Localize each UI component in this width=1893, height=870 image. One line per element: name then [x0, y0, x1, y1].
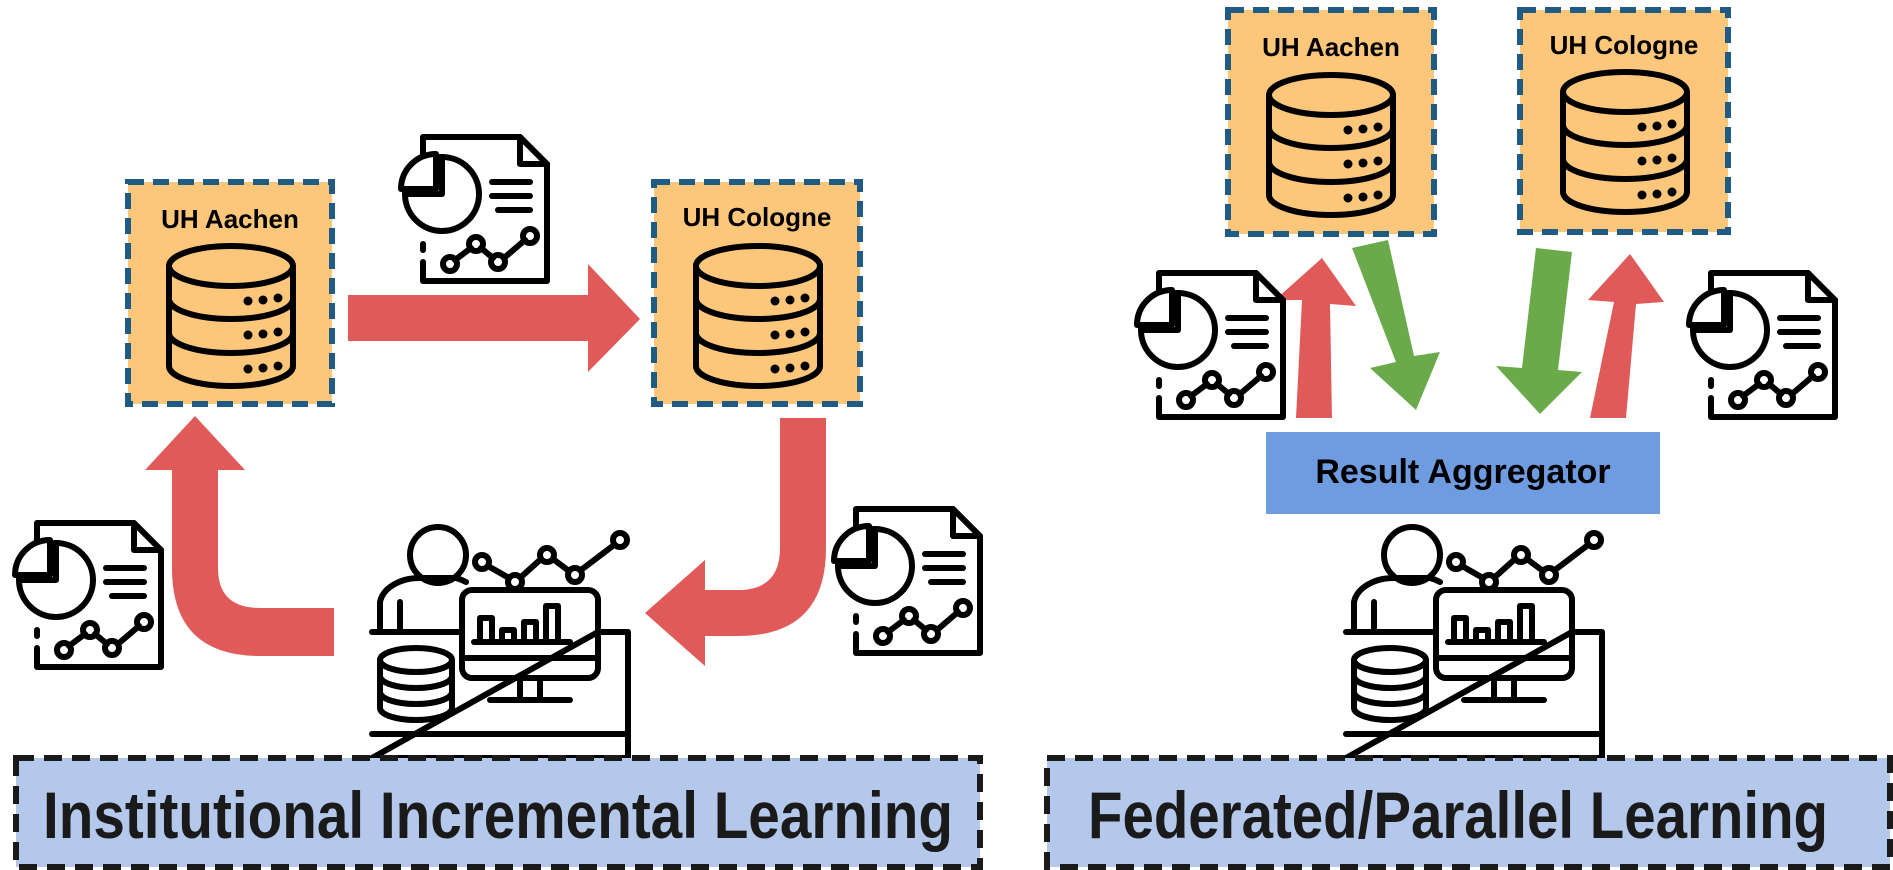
left-panel-title-box: Institutional Incremental Learning — [13, 755, 983, 870]
transfer-arrow-aachen-to-cologne — [348, 264, 640, 372]
report-icon — [834, 509, 980, 653]
download-arrow-aachen — [1352, 240, 1440, 410]
database-icon — [1269, 75, 1393, 215]
upload-arrow-aachen — [1275, 258, 1356, 418]
site-label: UH Cologne — [683, 202, 832, 232]
database-icon — [696, 246, 820, 386]
report-icon — [1689, 273, 1835, 417]
panel-title: Institutional Incremental Learning — [43, 778, 953, 852]
database-icon — [1563, 72, 1687, 212]
panel-title: Federated/Parallel Learning — [1088, 778, 1828, 852]
database-icon — [169, 246, 293, 386]
download-arrow-cologne — [1496, 248, 1582, 414]
right-panel-title-box: Federated/Parallel Learning — [1044, 755, 1893, 870]
transfer-arrow-researcher-to-aachen — [145, 416, 334, 656]
right-panel: UH Aachen UH Cologne Result Aggregator F — [1044, 7, 1893, 870]
left-panel: UH Aachen UH Cologne Institutional Incre… — [13, 137, 983, 870]
site-uh-aachen-left: UH Aachen — [125, 179, 335, 407]
site-label: UH Aachen — [161, 204, 299, 234]
aggregator-label: Result Aggregator — [1315, 453, 1610, 491]
upload-arrow-cologne — [1588, 254, 1664, 418]
researcher-workstation-icon — [372, 527, 628, 758]
site-label: UH Cologne — [1550, 30, 1699, 60]
result-aggregator: Result Aggregator — [1266, 432, 1660, 514]
report-icon — [1137, 273, 1283, 417]
transfer-arrow-cologne-to-researcher — [645, 418, 826, 666]
site-uh-cologne-left: UH Cologne — [651, 179, 863, 407]
researcher-workstation-icon — [1346, 527, 1602, 758]
site-label: UH Aachen — [1262, 32, 1400, 62]
site-uh-cologne-right: UH Cologne — [1517, 7, 1731, 235]
report-icon — [15, 523, 161, 667]
report-icon — [401, 137, 547, 281]
site-uh-aachen-right: UH Aachen — [1225, 7, 1437, 237]
